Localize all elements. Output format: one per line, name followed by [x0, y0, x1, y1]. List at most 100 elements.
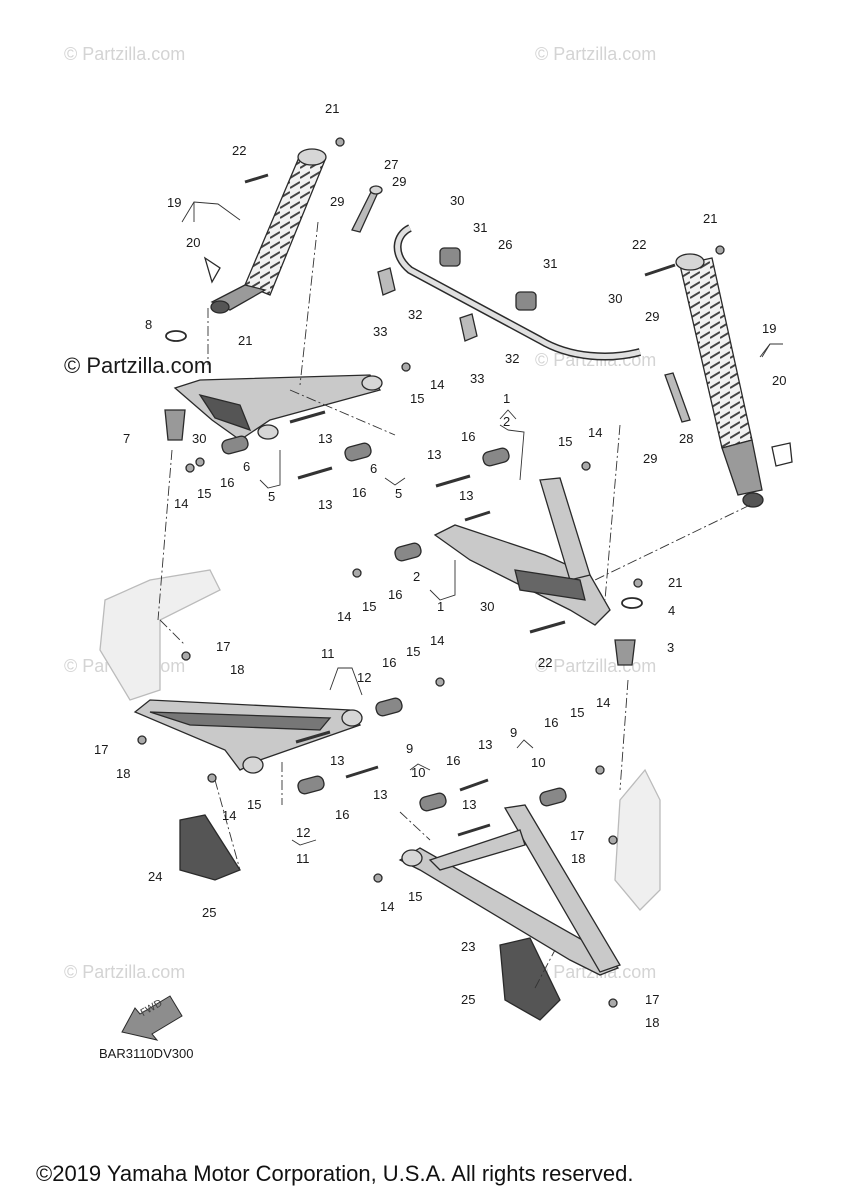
- copyright-notice: ©2019 Yamaha Motor Corporation, U.S.A. A…: [36, 1161, 634, 1186]
- callout-13: 13: [459, 488, 474, 503]
- callout-22: 22: [632, 237, 647, 252]
- callout-31: 31: [543, 256, 558, 271]
- callout-9: 9: [406, 741, 414, 756]
- callout-8: 8: [145, 317, 153, 332]
- callout-10: 10: [531, 755, 546, 770]
- callout-16: 16: [382, 655, 397, 670]
- callout-1: 1: [503, 391, 511, 406]
- callout-9: 9: [510, 725, 518, 740]
- callout-4: 4: [668, 603, 676, 618]
- callout-15: 15: [197, 486, 212, 501]
- callout-3: 3: [667, 640, 675, 655]
- callout-29: 29: [643, 451, 658, 466]
- callout-15: 15: [247, 797, 262, 812]
- callout-33: 33: [470, 371, 485, 386]
- callout-15: 15: [410, 391, 425, 406]
- callout-18: 18: [230, 662, 245, 677]
- callout-18: 18: [571, 851, 586, 866]
- callout-13: 13: [318, 497, 333, 512]
- callout-30: 30: [608, 291, 623, 306]
- callout-12: 12: [357, 670, 372, 685]
- callout-18: 18: [116, 766, 131, 781]
- callout-17: 17: [570, 828, 585, 843]
- callout-15: 15: [408, 889, 423, 904]
- callout-5: 5: [268, 489, 276, 504]
- callout-5: 5: [395, 486, 403, 501]
- callout-32: 32: [505, 351, 520, 366]
- callout-30: 30: [480, 599, 495, 614]
- callout-22: 22: [232, 143, 247, 158]
- callout-14: 14: [380, 899, 395, 914]
- callout-15: 15: [558, 434, 573, 449]
- ball-joint-7: [164, 409, 186, 441]
- callout-2: 2: [413, 569, 421, 584]
- callout-20: 20: [772, 373, 787, 388]
- callout-29: 29: [330, 194, 345, 209]
- bushing-31: [515, 291, 537, 311]
- callout-14: 14: [430, 377, 445, 392]
- ball-joint-3: [614, 639, 636, 666]
- callout-33: 33: [373, 324, 388, 339]
- callout-13: 13: [318, 431, 333, 446]
- lower-right-arm: [398, 787, 621, 976]
- callout-22: 22: [538, 655, 553, 670]
- watermark: © Partzilla.com: [535, 44, 657, 64]
- callout-32: 32: [408, 307, 423, 322]
- right-knuckle: [614, 768, 661, 911]
- callout-17: 17: [94, 742, 109, 757]
- callout-6: 6: [243, 459, 251, 474]
- watermark: © Partzilla.com: [64, 962, 186, 982]
- callout-14: 14: [596, 695, 611, 710]
- upper-left-arm: [173, 374, 383, 462]
- callout-7: 7: [123, 431, 131, 446]
- callout-14: 14: [337, 609, 352, 624]
- guard-24: [179, 814, 241, 881]
- right-shock-absorber: [675, 253, 793, 508]
- callout-17: 17: [216, 639, 231, 654]
- callout-16: 16: [544, 715, 559, 730]
- callout-12: 12: [296, 825, 311, 840]
- bracket-32: [459, 313, 478, 342]
- callout-16: 16: [335, 807, 350, 822]
- callout-29: 29: [645, 309, 660, 324]
- callout-13: 13: [373, 787, 388, 802]
- callout-30: 30: [192, 431, 207, 446]
- callout-23: 23: [461, 939, 476, 954]
- callout-14: 14: [430, 633, 445, 648]
- callout-14: 14: [222, 808, 237, 823]
- callout-2: 2: [503, 414, 511, 429]
- callout-27: 27: [384, 157, 399, 172]
- callout-21: 21: [325, 101, 340, 116]
- callout-25: 25: [461, 992, 476, 1007]
- callout-25: 25: [202, 905, 217, 920]
- callout-13: 13: [330, 753, 345, 768]
- callout-15: 15: [406, 644, 421, 659]
- watermark-dark: © Partzilla.com: [64, 353, 213, 378]
- diagram-code: BAR3110DV300: [99, 1046, 194, 1061]
- callout-6: 6: [370, 461, 378, 476]
- left-shock-absorber: [203, 148, 327, 314]
- callout-19: 19: [167, 195, 182, 210]
- callout-24: 24: [148, 869, 163, 884]
- callout-14: 14: [174, 496, 189, 511]
- left-knuckle: [99, 569, 221, 701]
- callout-11: 11: [321, 646, 335, 661]
- callout-13: 13: [427, 447, 442, 462]
- callout-30: 30: [450, 193, 465, 208]
- watermark: © Partzilla.com: [64, 44, 186, 64]
- callout-16: 16: [388, 587, 403, 602]
- bracket-32: [377, 267, 396, 296]
- callout-18: 18: [645, 1015, 660, 1030]
- callout-31: 31: [473, 220, 488, 235]
- callout-14: 14: [588, 425, 603, 440]
- callout-13: 13: [462, 797, 477, 812]
- callout-10: 10: [411, 765, 426, 780]
- callout-21: 21: [238, 333, 253, 348]
- callout-21: 21: [703, 211, 718, 226]
- callout-20: 20: [186, 235, 201, 250]
- callout-16: 16: [352, 485, 367, 500]
- callout-28: 28: [679, 431, 694, 446]
- callout-21: 21: [668, 575, 683, 590]
